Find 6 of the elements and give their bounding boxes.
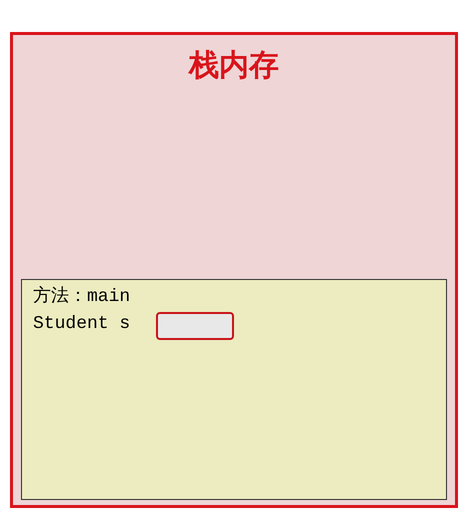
stack-memory-panel: [10, 32, 458, 508]
variable-label: Student s: [33, 315, 130, 333]
reference-slot: [156, 312, 234, 340]
stack-title: 栈内存: [187, 51, 280, 81]
method-frame: [21, 279, 447, 500]
method-label: 方法：main: [33, 288, 130, 306]
